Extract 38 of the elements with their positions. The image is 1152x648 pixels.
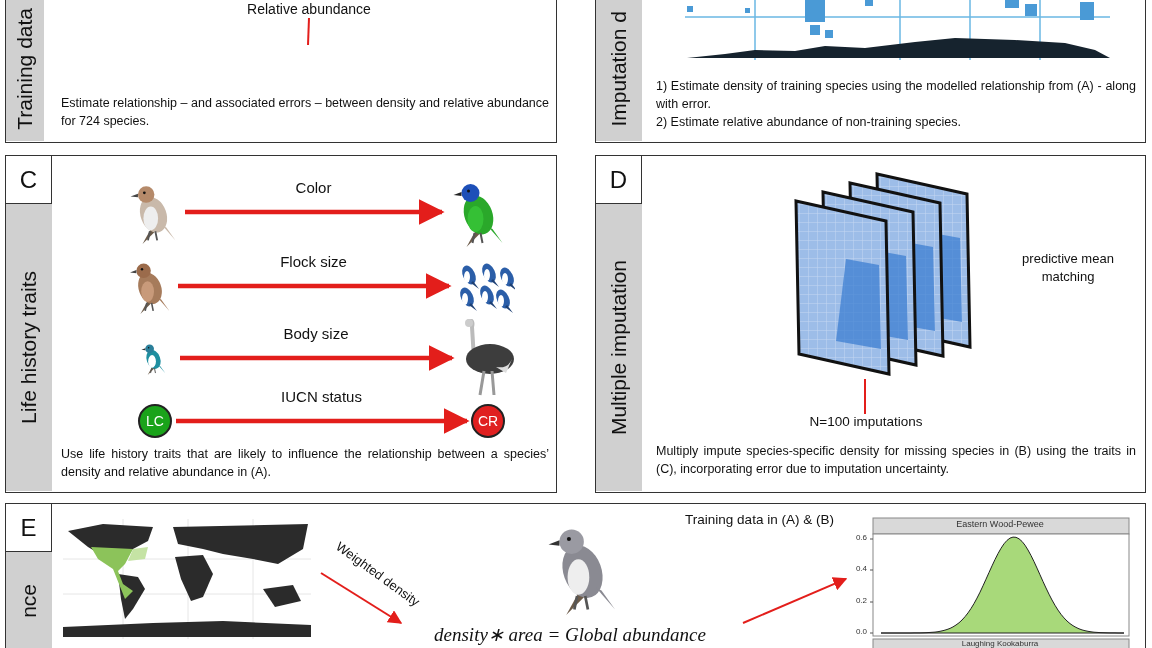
arrow bbox=[176, 408, 470, 434]
panel-letter: E bbox=[6, 504, 52, 552]
tick-label: 0.0 bbox=[854, 626, 867, 638]
arrow bbox=[185, 199, 445, 225]
panel bbox=[595, 155, 1146, 493]
status-circle: CR bbox=[471, 404, 505, 438]
axis-label: Relative abundance bbox=[231, 1, 387, 18]
tick-label: 0.4 bbox=[854, 563, 867, 575]
arrow bbox=[178, 273, 452, 299]
panel-letter: D bbox=[596, 156, 642, 204]
annotation: predictive mean matching bbox=[1021, 250, 1115, 287]
panel bbox=[5, 503, 1146, 648]
status-circle: LC bbox=[138, 404, 172, 438]
arrow bbox=[180, 345, 455, 371]
panel-description: Use life history traits that are likely to influence the relationship between a species’ density and relative abundance in (A). bbox=[61, 446, 549, 481]
connector-line bbox=[864, 378, 866, 415]
panel bbox=[5, 0, 557, 143]
panel-letter: C bbox=[6, 156, 52, 204]
side-bar: Multiple imputation bbox=[596, 204, 642, 491]
panel-description: Multiply impute species-specific density for missing species in (B) using the traits in (C), incorporating error due to imputation uncertainty. bbox=[656, 443, 1136, 478]
caption: N=100 imputations bbox=[796, 414, 936, 432]
arrow bbox=[742, 577, 848, 624]
side-bar: Training data bbox=[6, 0, 44, 141]
world-map-drawing bbox=[63, 519, 311, 639]
side-bar: Life history traits bbox=[6, 204, 52, 491]
side-bar: Imputation d bbox=[596, 0, 642, 141]
panel-description: 2) Estimate relative abundance of non-training species. bbox=[656, 114, 963, 131]
connector-line bbox=[307, 17, 310, 46]
facet-title: Laughing Kookaburra bbox=[960, 638, 1040, 648]
formula: density∗ area = Global abundance bbox=[389, 623, 751, 648]
panel-description: 1) Estimate density of training species using the modelled relationship from (A) - along with error. bbox=[656, 78, 1136, 113]
tick-label: 0.6 bbox=[854, 532, 867, 544]
side-bar: nce bbox=[6, 552, 52, 648]
panel-description: Estimate relationship – and associated errors – between density and relative abundance for 724 species. bbox=[61, 95, 549, 130]
tick-label: 0.2 bbox=[854, 595, 867, 607]
arrow bbox=[320, 572, 403, 624]
annotation: Training data in (A) & (B) bbox=[684, 511, 835, 529]
facet-title: Eastern Wood-Pewee bbox=[955, 518, 1045, 531]
